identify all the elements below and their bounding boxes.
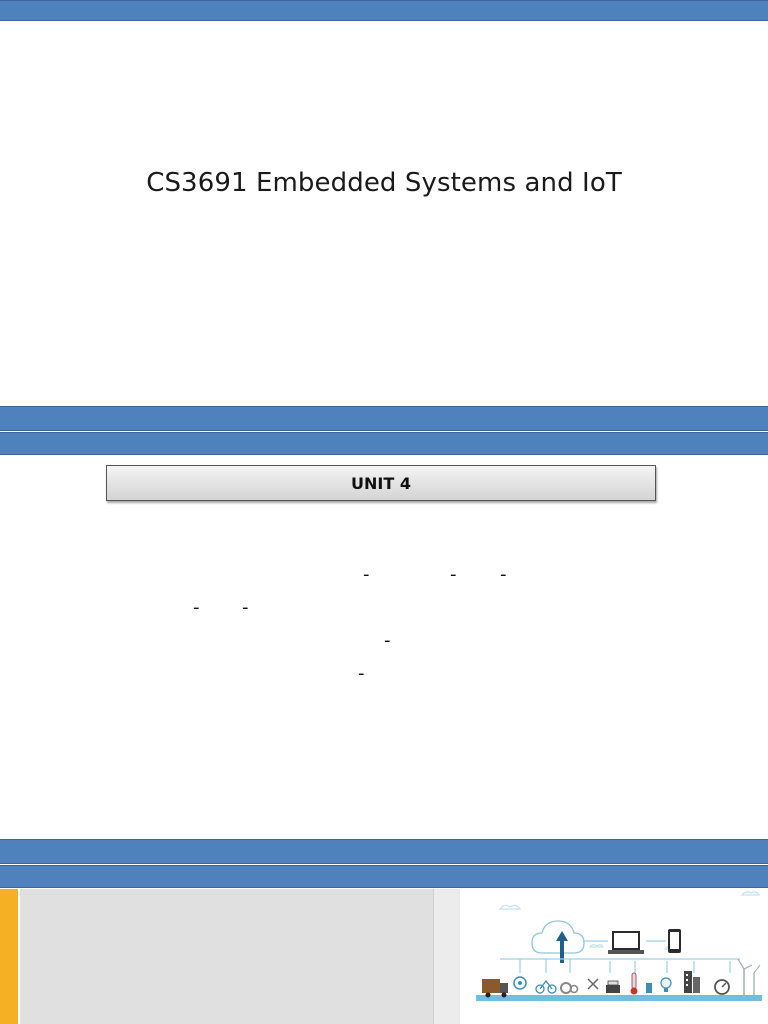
dash-mark: -: [500, 564, 507, 585]
top-header-band: [0, 0, 768, 21]
dash-mark: -: [242, 597, 249, 618]
bottom-band-upper: [0, 839, 768, 864]
footer-panel: [20, 889, 433, 1024]
upload-arrow-icon: [556, 931, 568, 963]
dash-mark: -: [193, 597, 200, 618]
drone-icon: [587, 978, 599, 990]
unit-label: UNIT 4: [351, 473, 411, 493]
footer: [0, 889, 768, 1024]
dash-mark: -: [358, 663, 365, 684]
iot-illustration: [460, 889, 768, 1024]
gear-icon: [560, 982, 579, 994]
satellite-icon: [513, 976, 527, 990]
bulb-icon: [660, 977, 672, 992]
dash-mark: -: [384, 630, 391, 651]
smartphone-icon: [668, 929, 681, 953]
thermometer-icon: [630, 972, 638, 995]
printer-icon: [606, 980, 620, 993]
cloud-icon: [531, 920, 585, 954]
dash-mark: -: [450, 564, 457, 585]
footer-accent-bar: [0, 889, 18, 1024]
unit-heading-box: UNIT 4: [106, 465, 656, 501]
laptop-icon: [608, 931, 644, 954]
gauge-icon: [714, 979, 730, 995]
network-lines: [500, 940, 740, 973]
city-icon: [684, 971, 700, 993]
truck-icon: [482, 979, 508, 998]
wind-turbine-icon: [737, 958, 761, 995]
bottom-band-lower: [0, 865, 768, 888]
footer-divider: [433, 889, 460, 1024]
dash-mark: -: [363, 564, 370, 585]
bicycle-icon: [535, 979, 557, 994]
page-title: CS3691 Embedded Systems and IoT: [146, 168, 622, 198]
iot-illustration-svg: [476, 891, 762, 1001]
middle-band-lower: [0, 432, 768, 455]
ground-strip: [476, 995, 762, 1001]
middle-band-upper: [0, 406, 768, 431]
sensor-icon: [646, 983, 652, 993]
